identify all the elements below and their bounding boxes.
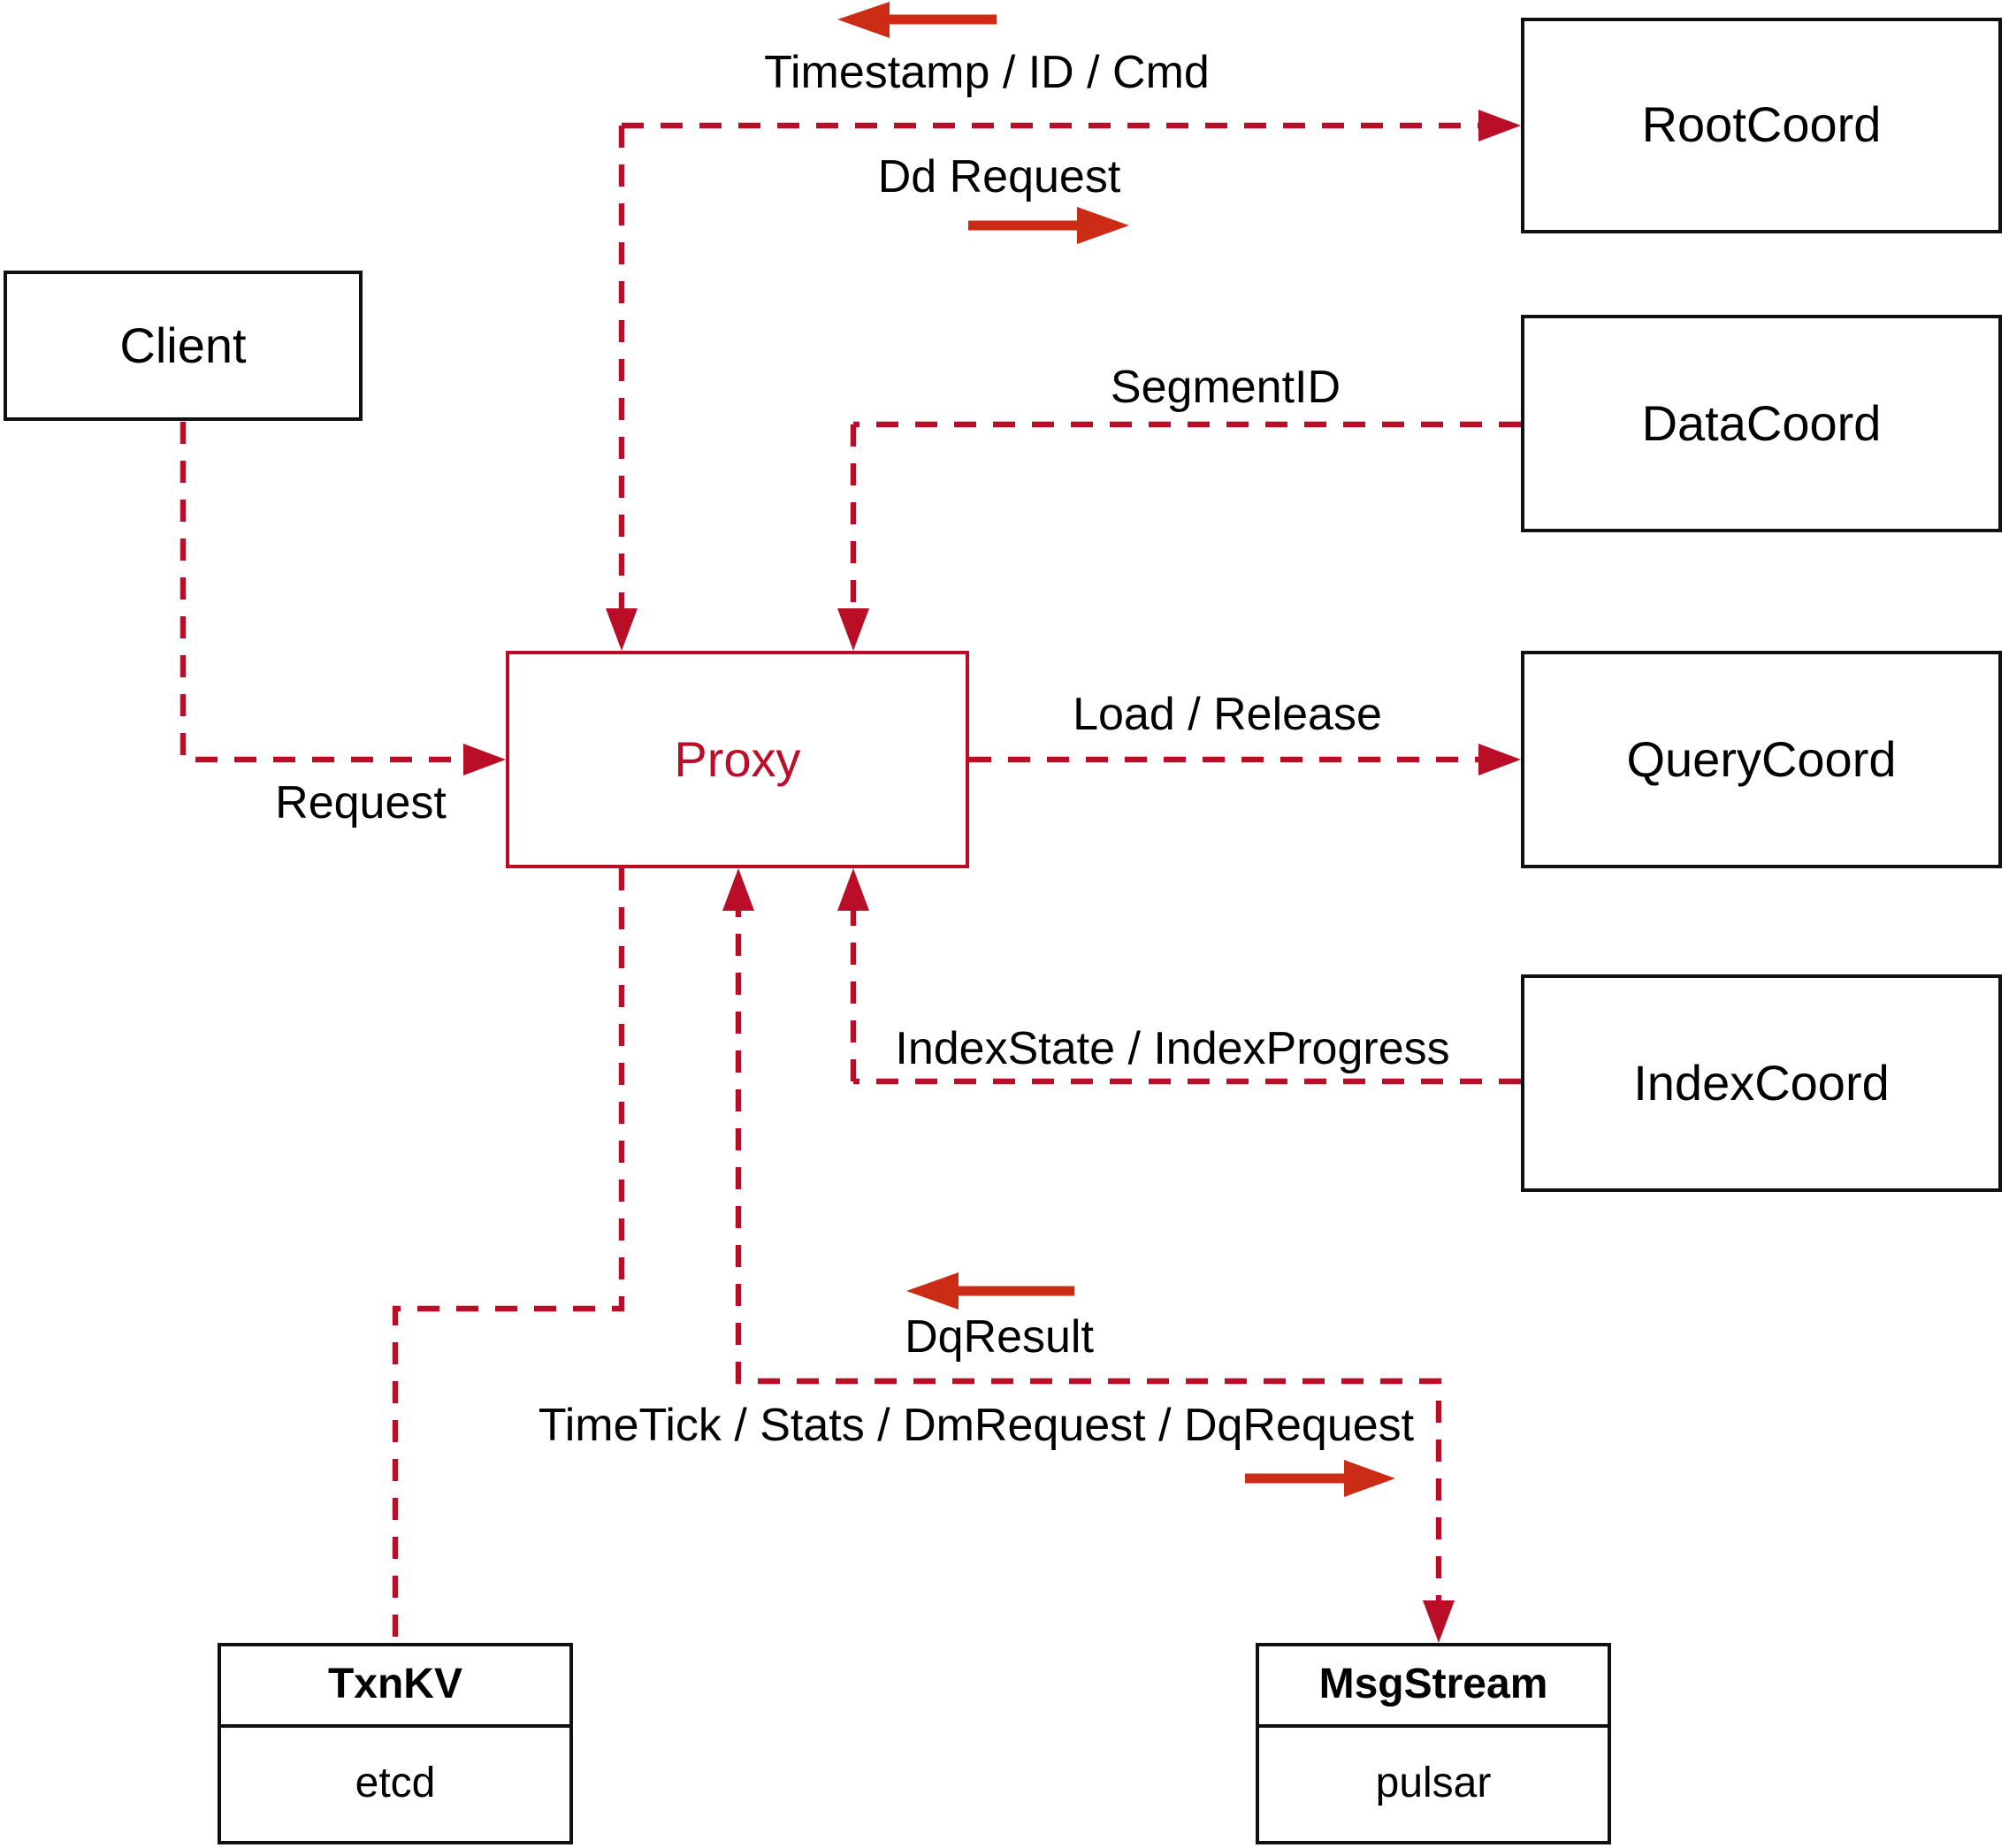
- flow-arrow-left-dqresult-icon: [906, 1272, 1074, 1310]
- node-msgstream-implementation: pulsar: [1375, 1760, 1492, 1807]
- node-txnkv-title: TxnKV: [221, 1646, 569, 1728]
- node-client: Client: [4, 271, 363, 421]
- arrowhead-into-proxy-bottom-left-icon: [722, 868, 754, 911]
- connector-proxy-txnkv: [392, 868, 625, 1639]
- edge-label-request: Request: [275, 775, 447, 829]
- edge-label-load-release: Load / Release: [1073, 687, 1382, 740]
- connector-client-proxy: [180, 422, 463, 763]
- edge-label-dd-request: Dd Request: [877, 149, 1121, 202]
- node-proxy: Proxy: [506, 651, 969, 868]
- arrowhead-into-proxy-top-left-icon: [606, 608, 638, 651]
- node-txnkv: TxnKV etcd: [218, 1643, 573, 1844]
- node-datacoord-label: DataCoord: [1641, 395, 1882, 450]
- node-txnkv-implementation: etcd: [355, 1760, 436, 1807]
- node-msgstream-title: MsgStream: [1259, 1646, 1608, 1728]
- edge-label-timetick-stats-dmrequest-dqrequest: TimeTick / Stats / DmRequest / DqRequest: [538, 1398, 1415, 1451]
- node-rootcoord-label: RootCoord: [1641, 97, 1882, 152]
- arrowhead-into-proxy-top-right-icon: [837, 608, 869, 651]
- flow-arrow-right-timetick-icon: [1245, 1460, 1395, 1497]
- node-indexcoord: IndexCoord: [1521, 974, 2002, 1192]
- node-indexcoord-label: IndexCoord: [1633, 1055, 1890, 1110]
- connector-proxy-rootcoord: [618, 122, 1500, 624]
- connector-proxy-msgstream: [735, 895, 1442, 1618]
- arrowhead-into-proxy-bottom-right-icon: [837, 868, 869, 911]
- node-querycoord: QueryCoord: [1521, 651, 2002, 868]
- node-proxy-label: Proxy: [674, 731, 801, 786]
- edge-label-indexstate-indexprogress: IndexState / IndexProgress: [895, 1021, 1450, 1074]
- flow-arrow-right-dd-request-icon: [968, 207, 1129, 244]
- edge-label-timestamp-id-cmd: Timestamp / ID / Cmd: [764, 45, 1210, 98]
- node-client-label: Client: [119, 317, 247, 372]
- edge-label-segmentid: SegmentID: [1110, 360, 1341, 413]
- node-querycoord-label: QueryCoord: [1626, 731, 1897, 786]
- flow-arrow-left-timestamp-icon: [837, 2, 997, 38]
- arrowhead-into-proxy-left-icon: [463, 744, 506, 775]
- node-datacoord: DataCoord: [1521, 315, 2002, 532]
- edge-label-dqresult: DqResult: [905, 1310, 1094, 1363]
- arrowhead-into-querycoord-icon: [1478, 744, 1521, 775]
- arrowhead-into-msgstream-icon: [1423, 1600, 1455, 1643]
- connector-datacoord-proxy: [850, 421, 1521, 624]
- connector-indexcoord-proxy: [850, 895, 1521, 1085]
- node-msgstream: MsgStream pulsar: [1256, 1643, 1611, 1844]
- node-rootcoord: RootCoord: [1521, 18, 2002, 233]
- arrowhead-into-rootcoord-icon: [1478, 110, 1521, 141]
